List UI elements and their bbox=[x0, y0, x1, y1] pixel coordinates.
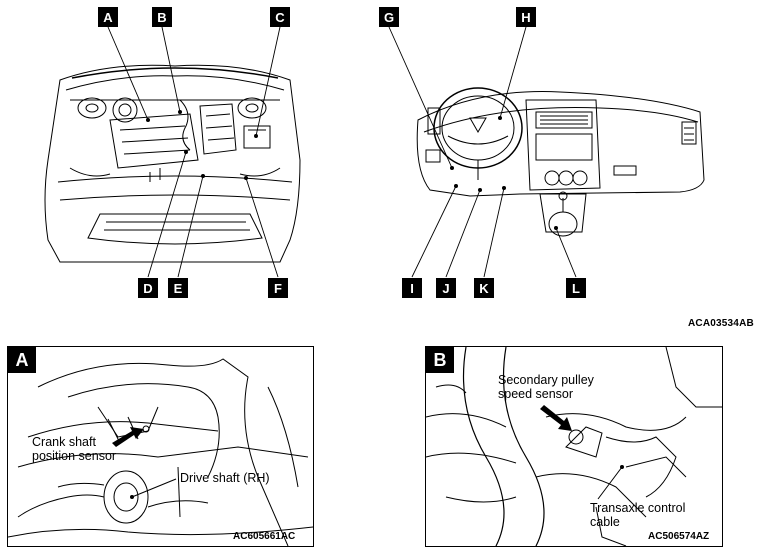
location-tag-a: A bbox=[98, 7, 118, 27]
crank-shaft-sensor-label-line2: position sensor bbox=[32, 449, 117, 463]
location-tag-d: D bbox=[138, 278, 158, 298]
secondary-pulley-sensor-label-line2: speed sensor bbox=[498, 387, 574, 401]
location-tag-h: H bbox=[516, 7, 536, 27]
panel-a-illustration bbox=[8, 358, 313, 546]
location-tag-f: F bbox=[268, 278, 288, 298]
location-tag-i: I bbox=[402, 278, 422, 298]
location-tag-l: L bbox=[566, 278, 586, 298]
location-tag-b: B bbox=[152, 7, 172, 27]
panel-b-reference-code: AC506574AZ bbox=[648, 531, 710, 542]
location-tag-e: E bbox=[168, 278, 188, 298]
panel-a-reference-code: AC605661AC bbox=[233, 531, 296, 542]
detail-panel-a: A Crank shaft position sensor Drive shaf… bbox=[7, 346, 314, 547]
secondary-pulley-sensor-label-line1: Secondary pulley bbox=[498, 373, 594, 387]
overview-reference-code: ACA03534AB bbox=[688, 318, 754, 329]
location-tag-c: C bbox=[270, 7, 290, 27]
dashboard-drawing bbox=[416, 87, 705, 237]
location-overview-illustration bbox=[44, 26, 705, 278]
transaxle-cable-label-line2: cable bbox=[590, 515, 620, 529]
panel-b-tag: B bbox=[426, 347, 454, 373]
detail-panel-b: B Secondary pulley speed sensor Transaxl… bbox=[425, 346, 723, 547]
location-tag-g: G bbox=[379, 7, 399, 27]
location-tag-k: K bbox=[474, 278, 494, 298]
crank-shaft-sensor-label-line1: Crank shaft bbox=[32, 435, 96, 449]
engine-compartment-drawing bbox=[44, 64, 301, 263]
transaxle-cable-label-line1: Transaxle control bbox=[590, 501, 686, 515]
drive-shaft-label: Drive shaft (RH) bbox=[180, 471, 270, 485]
location-tag-j: J bbox=[436, 278, 456, 298]
panel-b-illustration bbox=[426, 347, 722, 546]
dashboard-leader-lines bbox=[388, 26, 577, 278]
panel-a-tag: A bbox=[8, 347, 36, 373]
engine-leader-lines bbox=[107, 26, 281, 278]
